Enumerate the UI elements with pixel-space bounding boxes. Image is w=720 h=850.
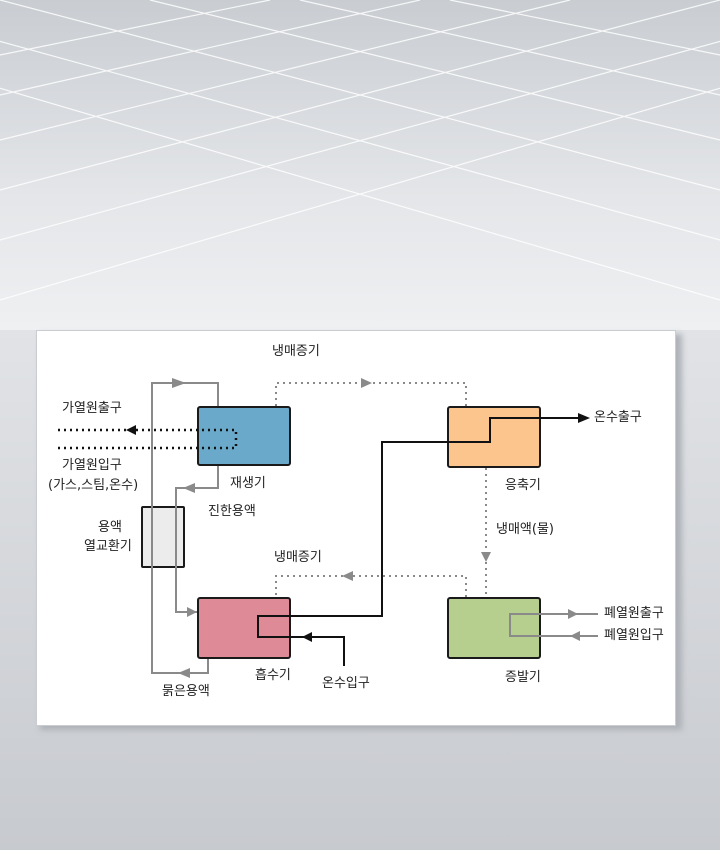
condenser-label: 응축기 (505, 478, 541, 493)
weak-solution-out-arrow (178, 668, 190, 678)
heat-source-types-label: (가스,스팀,온수) (48, 478, 139, 493)
weak-solution-up-arrow (172, 378, 186, 388)
vapor-top-label: 냉매증기 (272, 344, 320, 359)
weak-solution-label: 묽은용액 (162, 684, 210, 699)
evaporator-label: 증발기 (505, 670, 541, 685)
solution-hx-label-1: 용액 (98, 520, 122, 535)
evaporator-box (447, 597, 541, 659)
absorber-label: 흡수기 (255, 668, 291, 683)
heat-source-in-label: 가열원입구 (62, 458, 122, 473)
strong-solution-into-absorber-arrow (187, 607, 197, 617)
hot-water-in-label: 온수입구 (322, 676, 370, 691)
solution-hx-label-2: 열교환기 (84, 539, 132, 554)
refrigerant-liquid-label: 냉매액(물) (496, 522, 554, 537)
waste-heat-out-label: 폐열원출구 (604, 606, 664, 621)
hot-water-out-label: 온수출구 (594, 410, 642, 425)
heat-source-out-label: 가열원출구 (62, 401, 122, 416)
regenerator-box (197, 406, 291, 466)
strong-solution-arrow (183, 483, 195, 493)
condenser-box (447, 406, 541, 468)
regenerator-label: 재생기 (230, 476, 266, 491)
solution-heat-exchanger-box (141, 506, 185, 568)
absorber-box (197, 597, 291, 659)
vapor-mid-label: 냉매증기 (274, 550, 322, 565)
waste-heat-in-label: 폐열원입구 (604, 628, 664, 643)
strong-solution-label: 진한용액 (208, 504, 256, 519)
